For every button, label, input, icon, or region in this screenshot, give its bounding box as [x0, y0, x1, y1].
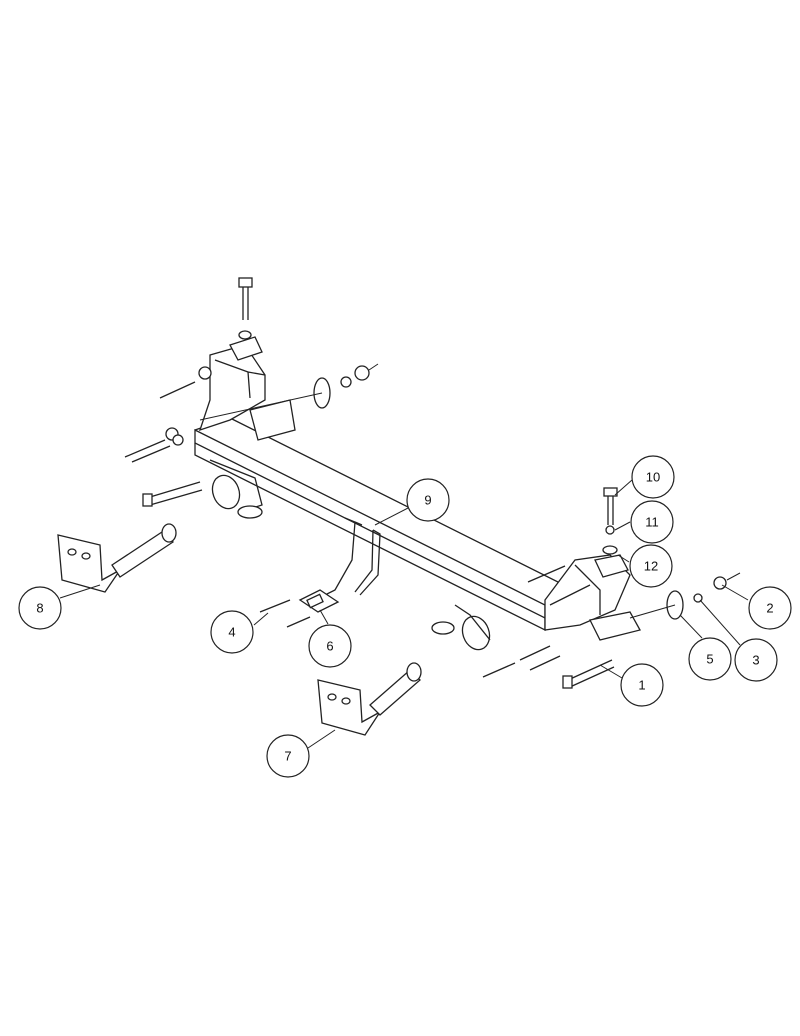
- callout-10: 10: [631, 455, 675, 499]
- svg-text:4: 4: [228, 625, 235, 640]
- center-brace: [298, 517, 381, 613]
- callout-2: 2: [748, 586, 792, 630]
- left-mount-bracket: [198, 336, 296, 519]
- right-mount-bracket: [431, 554, 641, 651]
- callout-12: 12: [629, 544, 673, 588]
- svg-text:6: 6: [326, 639, 333, 654]
- leader-lines: [59, 479, 749, 749]
- callout-9: 9: [406, 478, 450, 522]
- svg-text:1: 1: [638, 678, 645, 693]
- pin-bracket-7: [317, 662, 422, 736]
- svg-text:10: 10: [646, 470, 660, 485]
- svg-text:9: 9: [424, 493, 431, 508]
- callout-6: 6: [308, 624, 352, 668]
- svg-text:3: 3: [752, 653, 759, 668]
- crossbar: [194, 417, 582, 632]
- callout-8: 8: [18, 586, 62, 630]
- callout-7: 7: [266, 734, 310, 778]
- svg-text:12: 12: [644, 559, 658, 574]
- callout-5: 5: [688, 637, 732, 681]
- callouts: 1 2 3 4 5 6 7 8 9 10 11 12: [18, 455, 792, 778]
- svg-text:7: 7: [284, 749, 291, 764]
- svg-text:2: 2: [766, 601, 773, 616]
- callout-4: 4: [210, 610, 254, 654]
- callout-3: 3: [734, 638, 778, 682]
- callout-11: 11: [630, 500, 674, 544]
- svg-text:8: 8: [36, 601, 43, 616]
- callout-1: 1: [620, 663, 664, 707]
- pin-bracket-8: [57, 523, 177, 593]
- svg-text:5: 5: [706, 652, 713, 667]
- svg-text:11: 11: [645, 515, 659, 530]
